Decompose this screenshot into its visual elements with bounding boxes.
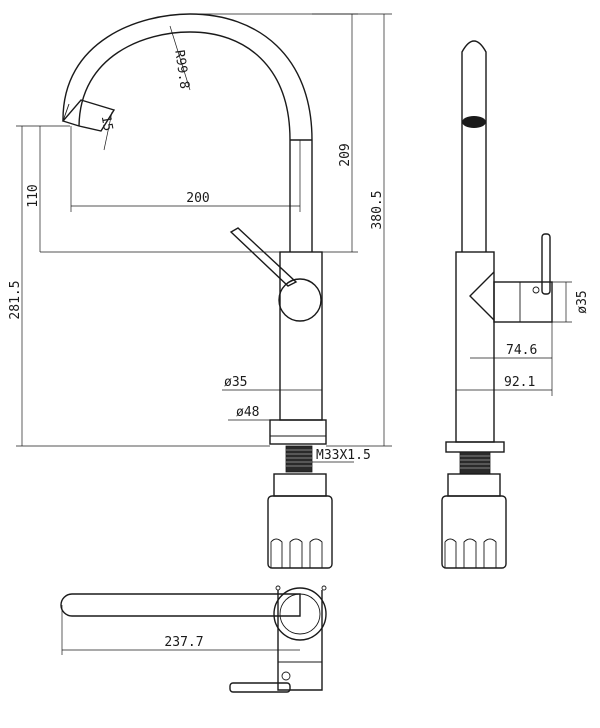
dim-angle: 15 [98, 114, 115, 132]
dim-body-diameter: ø35 [224, 375, 247, 390]
side-shank [459, 451, 491, 475]
dim-200: 200 [186, 191, 209, 206]
base-ring [269, 419, 327, 445]
side-handle-cone [469, 271, 495, 321]
side-base-ring [445, 441, 505, 453]
side-view [441, 40, 553, 569]
dim-74-6: 74.6 [506, 343, 537, 358]
spout-outer-edge [62, 13, 313, 252]
dim-281-5: 281.5 [8, 280, 23, 319]
nut-top [273, 473, 327, 497]
front-view [61, 13, 333, 569]
dim-92-1: 92.1 [504, 375, 535, 390]
thread-lines [286, 449, 312, 467]
spout-inner-edge [78, 31, 291, 252]
aerator [462, 116, 486, 128]
threaded-shank [285, 445, 313, 473]
lever-handle [229, 227, 298, 287]
nozzle [61, 99, 116, 132]
top-body [277, 590, 323, 691]
side-spout [461, 40, 487, 252]
dim-380-5: 380.5 [370, 190, 385, 229]
front-labels: 380.5 209 281.5 110 200 R99.8 15 ø35 ø48… [8, 49, 385, 463]
side-dimensions: 74.6 92.1 ø35 [456, 281, 590, 396]
faucet-body [279, 251, 323, 421]
top-base-circle [273, 587, 327, 641]
dim-209: 209 [338, 143, 353, 166]
side-lever [541, 233, 551, 295]
nut-bottom [267, 495, 333, 569]
top-lever [229, 682, 291, 693]
nozzle-face [62, 103, 70, 122]
side-nut-bottom [441, 495, 507, 569]
dim-thread: M33X1.5 [316, 448, 371, 463]
dim-radius: R99.8 [171, 49, 191, 90]
dim-110: 110 [26, 184, 41, 207]
dim-base-diameter: ø48 [236, 405, 259, 420]
front-dimensions [16, 13, 392, 463]
nut-ribs [270, 538, 323, 568]
dim-237-7: 237.7 [164, 635, 203, 650]
side-handle [493, 281, 553, 323]
dim-side-diameter: ø35 [575, 290, 590, 313]
side-body [455, 251, 495, 443]
top-spout [60, 593, 301, 617]
cartridge-circle [278, 278, 322, 322]
side-nut-top [447, 473, 501, 497]
top-view: 237.7 [60, 585, 327, 693]
